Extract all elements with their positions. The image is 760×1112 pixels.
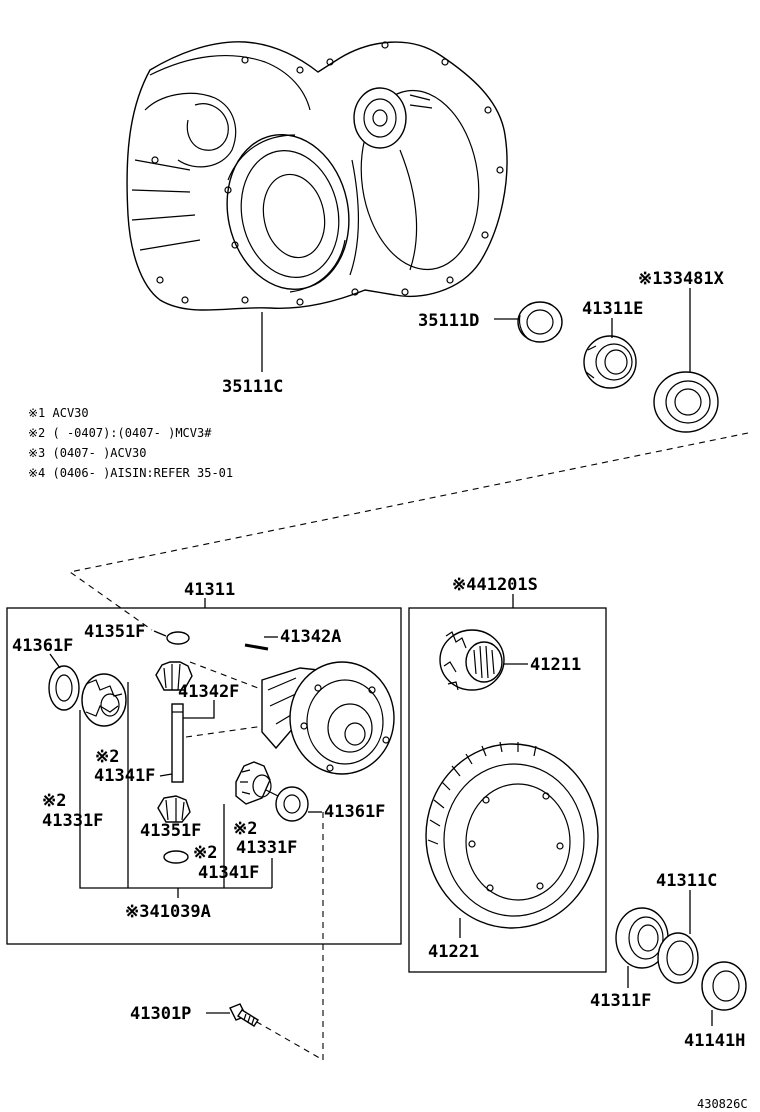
oil-seal-133481x (653, 371, 719, 433)
part-number-41351f-top: 41351F (84, 622, 145, 642)
part-number-35111d: 35111D (418, 311, 479, 331)
part-number-41141h: 41141H (684, 1031, 745, 1051)
mark-41331f-right: ※2 (233, 819, 257, 839)
ring-gear-41221 (425, 741, 599, 929)
part-number-41351f-bottom: 41351F (140, 821, 201, 841)
bearing-race-41141h (701, 961, 747, 1011)
part-number-41301p: 41301P (130, 1004, 191, 1024)
kit-bracket-41039a (79, 682, 273, 898)
thrust-washer-41361f-right (275, 786, 309, 822)
part-number-41201s: ※441201S (452, 575, 538, 595)
part-number-41221: 41221 (428, 942, 479, 962)
oil-seal-35111d (517, 301, 563, 343)
differential-case-box (6, 607, 402, 945)
part-number-41331f-left: 41331F (42, 811, 103, 831)
note-1: ※1 ACV30 (28, 406, 89, 420)
pinion-gear-top (155, 661, 193, 691)
note-2: ※2 ( -0407):(0407- )MCV3# (28, 426, 212, 440)
part-number-41331f-right: 41331F (236, 838, 297, 858)
bearing-41311e (583, 335, 637, 389)
diagram-code: 430826C (697, 1097, 748, 1111)
bolt-41301p (229, 1003, 259, 1027)
part-number-41361f-left: 41361F (12, 636, 73, 656)
thrust-washer-41361f-left (48, 665, 80, 711)
shim-41311c (657, 932, 699, 984)
part-number-41361f-right: 41361F (324, 802, 385, 822)
transaxle-case (126, 41, 508, 311)
part-number-41341f-left: 41341F (94, 766, 155, 786)
part-number-41342f: 41342F (178, 682, 239, 702)
part-number-41342a: 41342A (280, 627, 341, 647)
note-3: ※3 (0407- )ACV30 (28, 446, 146, 460)
mark-41341f-left: ※2 (95, 747, 119, 767)
part-number-41211: 41211 (530, 655, 581, 675)
part-number-41039a: ※341039A (125, 902, 211, 922)
bearing-41311f (615, 907, 669, 969)
part-number-41311: 41311 (184, 580, 235, 600)
note-4: ※4 (0406- )AISIN:REFER 35-01 (28, 466, 233, 480)
mark-41331f-left: ※2 (42, 791, 66, 811)
differential-case (261, 661, 395, 775)
drive-gear-41211 (439, 629, 505, 691)
pinion-gear-bottom (157, 795, 191, 823)
side-gear-left (81, 673, 127, 727)
side-gear-right (235, 761, 287, 805)
thrust-washer-41351f-bottom (163, 850, 189, 864)
footnotes: ※1 ACV30 ※2 ( -0407):(0407- )MCV3# ※3 (0… (28, 406, 233, 480)
thrust-washer-41351f-top (166, 631, 190, 645)
ring-gear-box (408, 607, 607, 973)
part-number-41341f-bottom: 41341F (198, 863, 259, 883)
part-number-41311c: 41311C (656, 871, 717, 891)
part-number-41311e: 41311E (582, 299, 643, 319)
pinion-shaft-41342f (171, 703, 184, 783)
part-number-35111c: 35111C (222, 377, 283, 397)
part-number-133481x: ※133481X (638, 269, 725, 289)
part-number-41311f: 41311F (590, 991, 651, 1011)
mark-41341f-bottom: ※2 (193, 843, 217, 863)
